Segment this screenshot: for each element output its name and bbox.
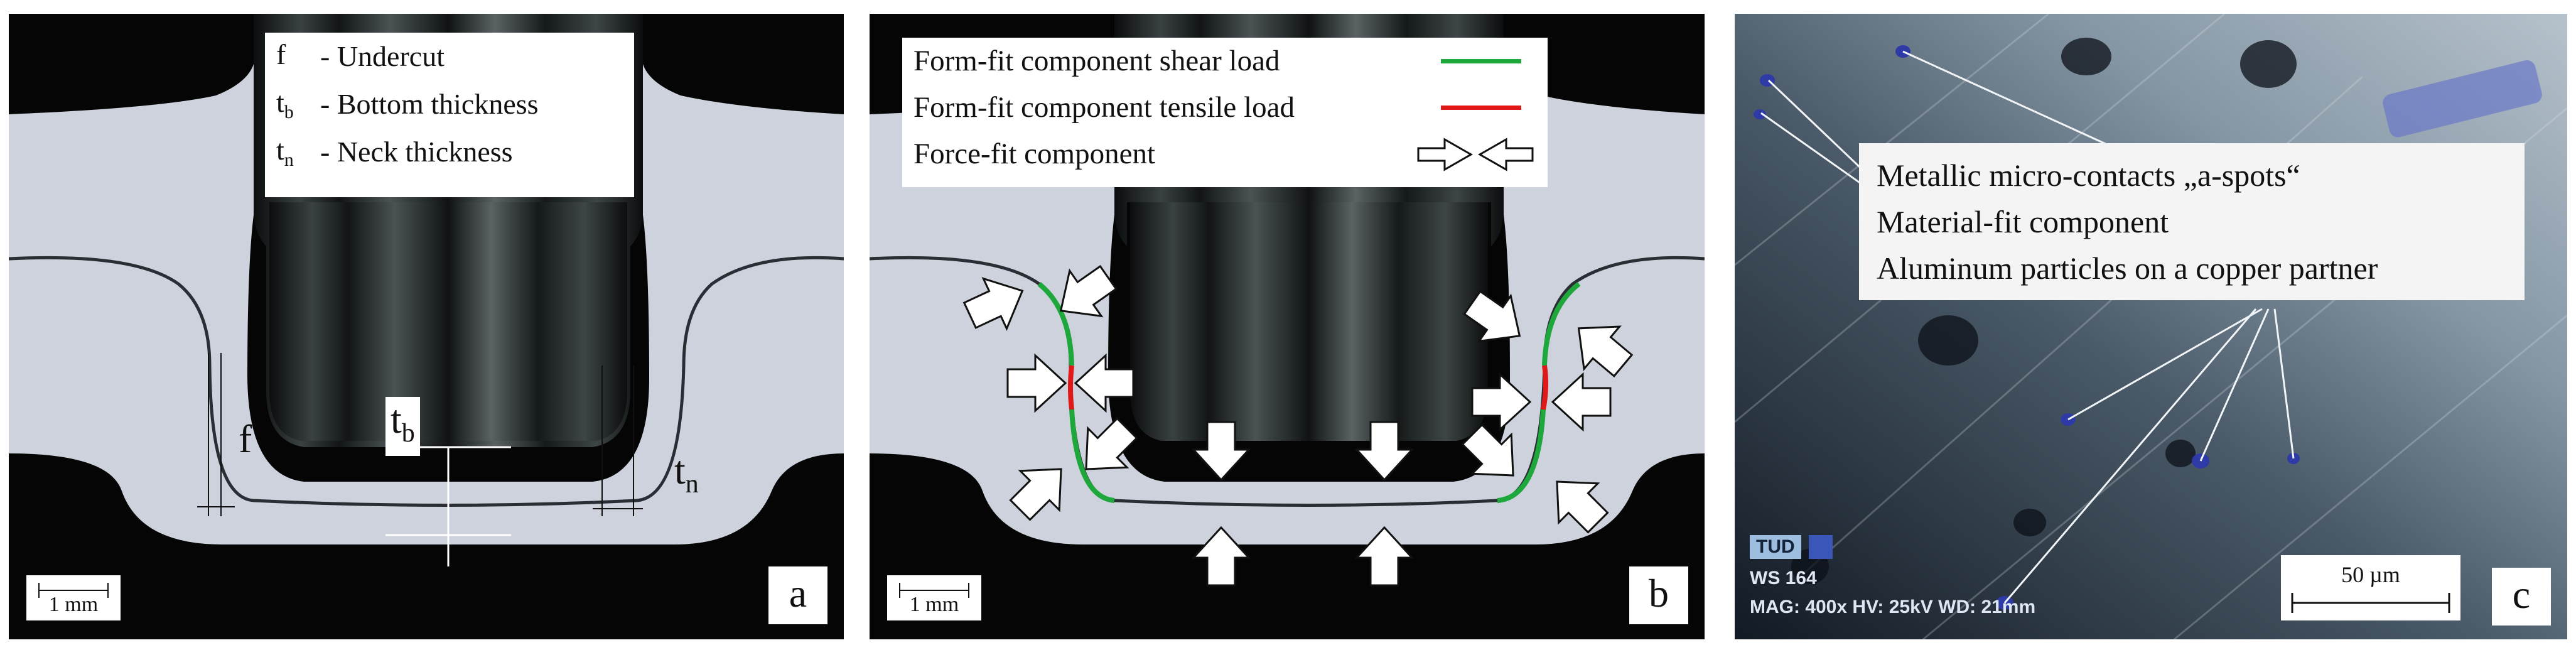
panel-b-legend: Form-fit component shear load Form-fit c… xyxy=(902,38,1548,187)
sem-parameters-label: MAG: 400x HV: 25kV WD: 21mm xyxy=(1750,597,2036,617)
panel-label: c xyxy=(2492,568,2551,626)
panel-c-micrograph: Metallic micro-contacts „a-spots“ Materi… xyxy=(1735,14,2567,639)
legend-row-aluminum-particles: Aluminum particles on a copper partner xyxy=(1877,251,2378,286)
legend-row-undercut: f - Undercut xyxy=(276,38,445,73)
annotation-undercut: f xyxy=(239,416,252,461)
legend-row-material-fit: Material-fit component xyxy=(1877,204,2169,239)
scale-bar: 1 mm xyxy=(887,575,981,620)
legend-row-shear: Form-fit component shear load xyxy=(913,38,1548,84)
tud-logo-mark xyxy=(1809,535,1833,559)
panel-a-cross-section: f - Undercut tb - Bottom thickness tn - … xyxy=(9,14,844,639)
working-station-label: WS 164 xyxy=(1750,568,1817,588)
legend-row-neck-thickness: tn - Neck thickness xyxy=(276,133,513,171)
legend-row-a-spots: Metallic micro-contacts „a-spots“ xyxy=(1877,158,2300,193)
opposing-arrows-icon xyxy=(1417,138,1534,171)
panel-label: b xyxy=(1629,566,1688,624)
legend-row-force-fit: Force-fit component xyxy=(913,131,1548,177)
annotation-bottom-thickness: tb xyxy=(385,397,420,456)
panel-b-cross-section: Form-fit component shear load Form-fit c… xyxy=(870,14,1705,639)
panel-label: a xyxy=(768,566,827,624)
tud-logo: TUD xyxy=(1750,535,1801,559)
panel-c-legend: Metallic micro-contacts „a-spots“ Materi… xyxy=(1859,143,2525,300)
scale-bar: 50 µm xyxy=(2281,555,2460,620)
legend-row-bottom-thickness: tb - Bottom thickness xyxy=(276,85,539,123)
shear-line-swatch xyxy=(1441,59,1521,63)
legend-row-tensile: Form-fit component tensile load xyxy=(913,84,1548,131)
scale-bar: 1 mm xyxy=(26,575,121,620)
panel-a-legend: f - Undercut tb - Bottom thickness tn - … xyxy=(265,33,634,197)
tensile-line-swatch xyxy=(1441,106,1521,110)
sem-micrograph-image xyxy=(1735,14,2567,639)
annotation-neck-thickness: tn xyxy=(674,448,699,499)
